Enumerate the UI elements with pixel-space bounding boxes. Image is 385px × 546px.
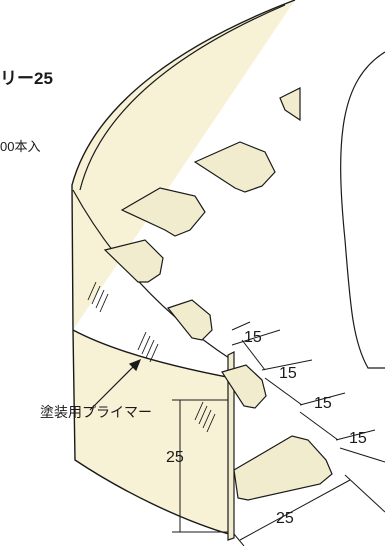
dimension-label-height: 25 (166, 449, 184, 466)
tab-1 (279, 87, 301, 122)
width-dimension (233, 474, 385, 546)
primer-hatching (87, 281, 216, 433)
dimension-label-width: 25 (276, 510, 294, 527)
callout-arrow (89, 358, 142, 411)
tab-5 (166, 299, 213, 341)
dimension-label-tab-gap-3: 15 (314, 395, 332, 412)
spacing-dimensions (231, 321, 385, 463)
strip-end-face (227, 351, 235, 541)
quantity-label: 00本入 (0, 139, 41, 154)
tab-4 (103, 239, 164, 283)
tab-3 (120, 187, 206, 237)
tab-2 (193, 141, 276, 193)
height-dimension (172, 399, 228, 533)
dimension-label-tab-gap-4: 15 (349, 430, 367, 447)
strip-top-edge (79, 4, 286, 191)
product-title: リー25 (0, 69, 53, 88)
dimension-label-tab-gap-2: 15 (279, 365, 297, 382)
tab-7 (233, 435, 333, 501)
side-view-frame (340, 51, 385, 369)
tab-6 (221, 364, 267, 409)
primer-callout-label: 塗装用プライマー (40, 404, 152, 420)
primer-strip (71, 0, 296, 536)
dimension-label-tab-gap-1: 15 (244, 329, 262, 346)
